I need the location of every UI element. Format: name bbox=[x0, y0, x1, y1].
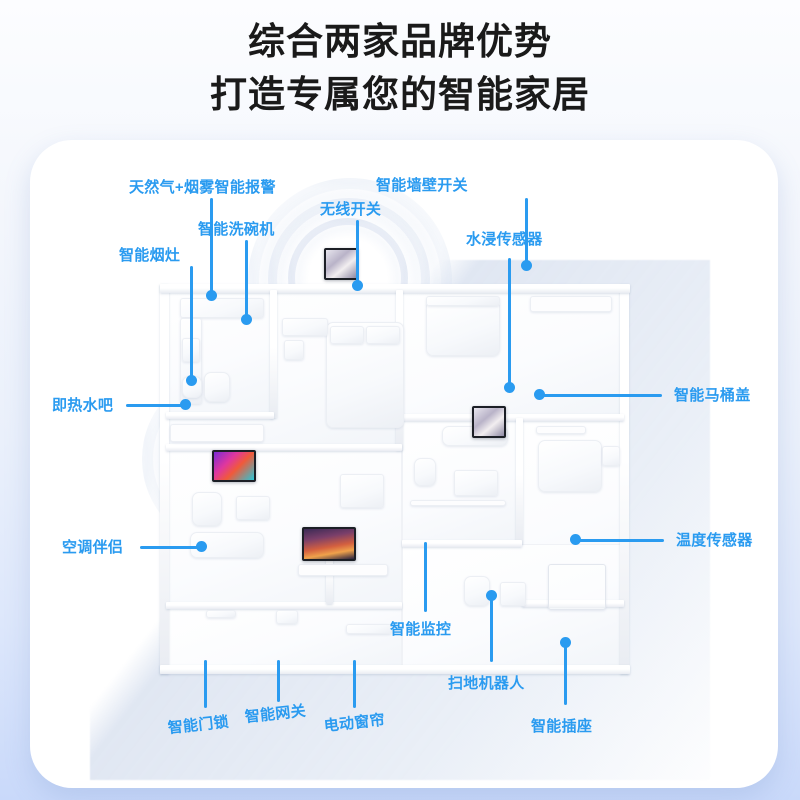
callout-dot-gas-smoke-alarm[interactable] bbox=[206, 290, 217, 301]
shower-screen bbox=[410, 500, 506, 506]
glass-cabinet bbox=[548, 564, 606, 610]
callout-leader-smart-stove bbox=[190, 266, 193, 382]
water-bar-unit bbox=[204, 372, 230, 402]
callout-dot-smart-toilet-seat[interactable] bbox=[534, 389, 545, 400]
callout-leader-smart-socket bbox=[564, 645, 567, 705]
callout-leader-temperature-sensor bbox=[576, 539, 664, 542]
wall-master-bottom bbox=[402, 414, 624, 421]
callout-leader-electric-curtain bbox=[353, 660, 356, 708]
floorplan-card bbox=[30, 140, 778, 788]
callout-label-robot-vacuum[interactable]: 扫地机器人 bbox=[448, 675, 525, 692]
tv-cabinet bbox=[298, 564, 388, 576]
callout-dot-instant-hot-water-bar[interactable] bbox=[180, 399, 191, 410]
callout-leader-robot-vacuum bbox=[490, 598, 493, 662]
callout-leader-smart-door-lock bbox=[204, 660, 207, 708]
living-room-television-display bbox=[304, 529, 354, 559]
callout-leader-smart-wall-switch bbox=[525, 198, 528, 266]
curtain-rail bbox=[346, 624, 392, 634]
callout-label-smart-wall-switch[interactable]: 智能墙壁开关 bbox=[376, 177, 468, 194]
master-headboard bbox=[426, 296, 500, 306]
wall-bedroom-bottom bbox=[166, 444, 402, 451]
callout-leader-gas-smoke-alarm bbox=[210, 198, 213, 298]
callout-label-smart-socket[interactable]: 智能插座 bbox=[531, 718, 593, 735]
wall-balcony-top bbox=[402, 540, 522, 547]
room-living bbox=[166, 448, 402, 606]
hall-display-panel[interactable] bbox=[212, 450, 256, 482]
wall-outer-right bbox=[620, 284, 629, 674]
callout-leader-ac-companion bbox=[140, 546, 202, 549]
callout-leader-instant-hot-water-bar bbox=[126, 404, 184, 407]
callout-dot-ac-companion[interactable] bbox=[196, 541, 207, 552]
hall-display-panel-display bbox=[214, 452, 254, 480]
page-title-line-2: 打造专属您的智能家居 bbox=[210, 73, 590, 115]
callout-leader-smart-toilet-seat bbox=[540, 394, 662, 397]
study-bed bbox=[538, 440, 602, 492]
callout-leader-water-leak-sensor bbox=[508, 258, 511, 388]
bed-pillow-2 bbox=[366, 326, 400, 344]
master-bed bbox=[426, 300, 500, 356]
callout-leader-wireless-switch bbox=[356, 220, 359, 286]
kitchen-counter-top bbox=[180, 298, 264, 318]
callout-leader-smart-gateway bbox=[277, 660, 280, 702]
wall-outer-left bbox=[160, 284, 169, 674]
bathroom-wall-screen-display bbox=[474, 408, 504, 436]
callout-leader-smart-dishwasher bbox=[245, 240, 248, 322]
callout-dot-smart-socket[interactable] bbox=[560, 637, 571, 648]
wall-entry-top bbox=[166, 602, 402, 609]
entry-door bbox=[206, 610, 236, 618]
wall-kitchen-bottom bbox=[166, 412, 274, 419]
page-title: 综合两家品牌优势 打造专属您的智能家居 bbox=[0, 16, 800, 121]
callout-dot-robot-vacuum[interactable] bbox=[486, 590, 497, 601]
callout-dot-water-leak-sensor[interactable] bbox=[504, 382, 515, 393]
wall-outer-top bbox=[160, 284, 630, 293]
bathroom-sink bbox=[454, 470, 498, 496]
callout-label-temperature-sensor[interactable]: 温度传感器 bbox=[676, 532, 753, 549]
living-room-television[interactable] bbox=[302, 527, 356, 561]
callout-dot-smart-dishwasher[interactable] bbox=[241, 314, 252, 325]
wall-bathroom-right bbox=[516, 418, 523, 544]
nightstand bbox=[284, 340, 304, 360]
bathroom-wall-screen[interactable] bbox=[472, 406, 506, 438]
study-desk bbox=[536, 426, 586, 434]
bedroom-wall-screen[interactable] bbox=[324, 248, 358, 280]
callout-label-gas-smoke-alarm[interactable]: 天然气+烟雾智能报警 bbox=[129, 179, 276, 196]
coffee-table bbox=[236, 496, 270, 520]
page-title-line-1: 综合两家品牌优势 bbox=[248, 21, 552, 62]
callout-dot-wireless-switch[interactable] bbox=[352, 280, 363, 291]
callout-label-smart-dishwasher[interactable]: 智能洗碗机 bbox=[198, 221, 275, 238]
robot-vacuum-dock bbox=[464, 576, 490, 606]
bedroom-wall-screen-display bbox=[326, 250, 356, 278]
floorplan-illustration bbox=[30, 140, 778, 788]
callout-label-instant-hot-water-bar[interactable]: 即热水吧 bbox=[52, 397, 114, 414]
wall-kitchen-right bbox=[270, 290, 277, 418]
wall-outer-bottom bbox=[160, 665, 630, 674]
dining-table bbox=[340, 474, 384, 508]
callout-label-smart-stove[interactable]: 智能烟灶 bbox=[119, 247, 181, 264]
callout-label-smart-toilet-seat[interactable]: 智能马桶盖 bbox=[674, 387, 751, 404]
storage-box bbox=[500, 582, 526, 606]
bed-headboard bbox=[282, 318, 328, 336]
armchair bbox=[192, 492, 222, 526]
toilet bbox=[414, 458, 436, 486]
callout-dot-smart-stove[interactable] bbox=[186, 375, 197, 386]
study-nightstand bbox=[602, 446, 620, 466]
master-wardrobe bbox=[530, 296, 612, 312]
callout-label-ac-companion[interactable]: 空调伴侣 bbox=[62, 539, 124, 556]
wall-study-bottom bbox=[522, 600, 624, 607]
callout-label-wireless-switch[interactable]: 无线开关 bbox=[320, 201, 382, 218]
callout-label-smart-monitoring[interactable]: 智能监控 bbox=[390, 621, 452, 638]
callout-dot-temperature-sensor[interactable] bbox=[570, 534, 581, 545]
callout-leader-smart-monitoring bbox=[424, 542, 427, 612]
gateway-unit bbox=[276, 610, 298, 624]
bedroom-wardrobe bbox=[170, 424, 264, 442]
callout-dot-smart-wall-switch[interactable] bbox=[521, 260, 532, 271]
callout-label-water-leak-sensor[interactable]: 水浸传感器 bbox=[466, 231, 543, 248]
bed-pillow-1 bbox=[330, 326, 364, 344]
